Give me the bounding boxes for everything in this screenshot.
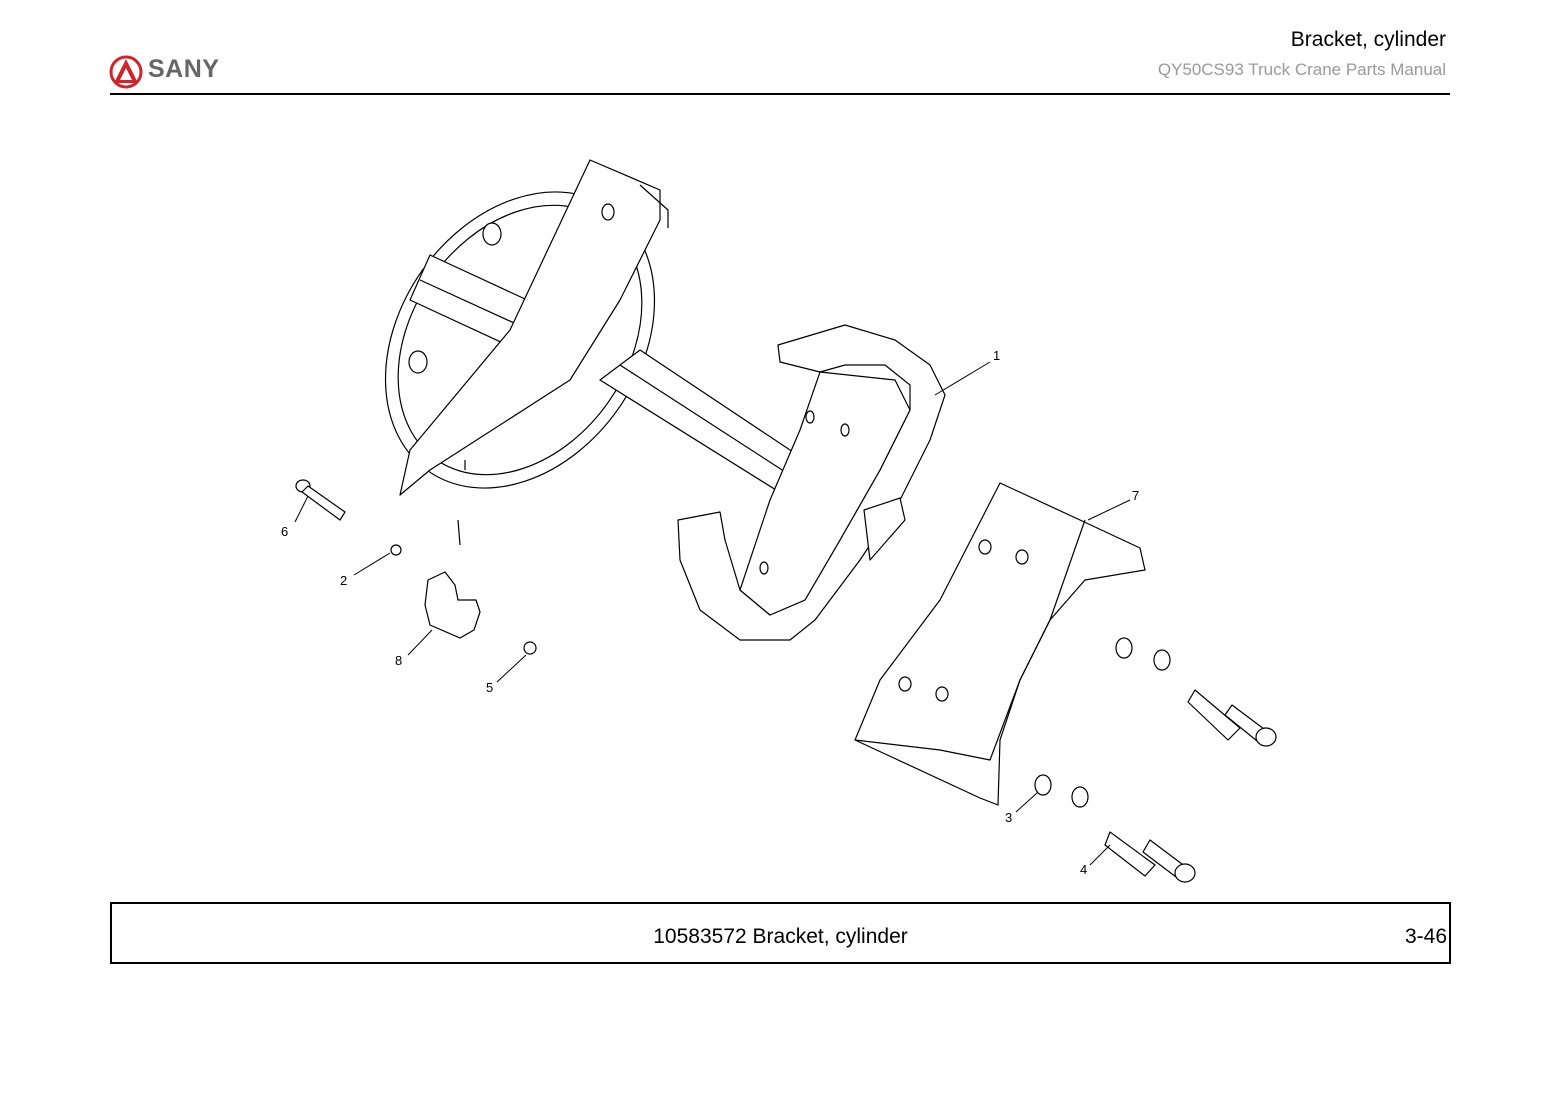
header-divider [110,93,1450,95]
callout-7: 7 [1132,488,1139,503]
bolt-part-6 [295,479,346,521]
brand-text: SANY [148,55,220,83]
caption-box: 10583572 Bracket, cylinder 3-46 [110,902,1451,964]
callout-1: 1 [993,348,1000,363]
leader-lines [294,361,1131,866]
manual-subtitle: QY50CS93 Truck Crane Parts Manual [1157,60,1446,79]
page-number: 3-46 [1404,925,1447,948]
callout-6: 6 [281,524,288,539]
sany-emblem-icon [109,55,143,89]
sany-logo: SANY [108,53,238,89]
clamp-part-8 [424,571,481,639]
page-title: Bracket, cylinder [1290,28,1446,51]
callout-3: 3 [1005,810,1012,825]
u-bracket-part-1 [677,324,946,641]
nut-part-5 [523,641,537,655]
callout-5: 5 [486,680,493,695]
web-plate [399,159,661,496]
upper-bolt-set [1115,637,1277,747]
callout-2: 2 [340,573,347,588]
callout-8: 8 [395,653,402,668]
callout-4: 4 [1080,862,1087,877]
spacer-plate-part-7 [854,482,1146,806]
washer-part-2 [390,544,402,556]
lower-bolt-set [1034,774,1196,883]
figure-caption: 10583572 Bracket, cylinder [653,925,908,948]
